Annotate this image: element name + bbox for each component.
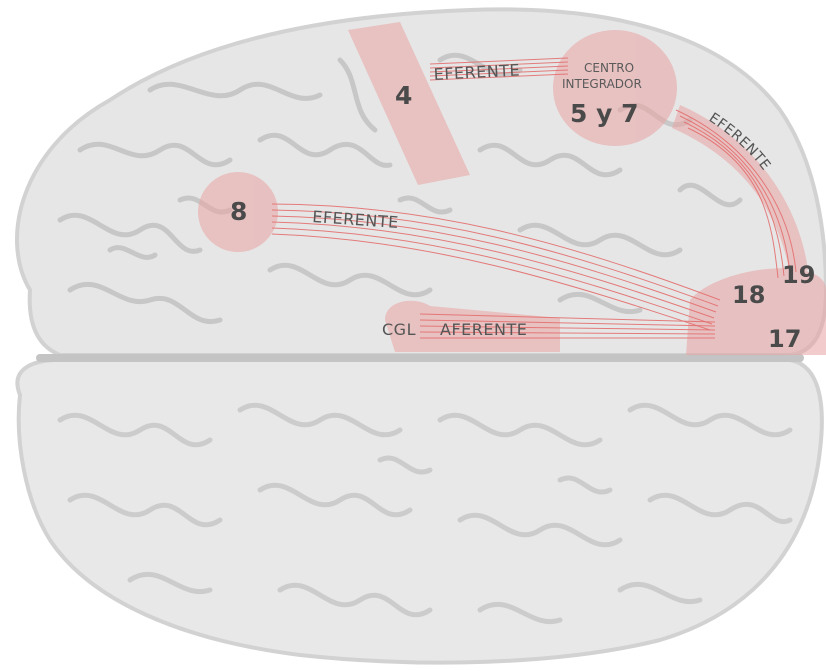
area-5y7-label: 5 y 7 [570,99,639,128]
area-8-label: 8 [230,197,247,226]
area-18-label: 18 [732,281,765,309]
centro-line1: CENTRO [584,61,634,75]
area-19-label: 19 [782,261,815,289]
area-17-label: 17 [768,325,801,353]
centro-line2: INTEGRADOR [562,77,642,91]
aferente-label: AFERENTE [440,320,527,339]
area-4-label: 4 [395,81,412,110]
cgl-label: CGL [382,320,416,339]
